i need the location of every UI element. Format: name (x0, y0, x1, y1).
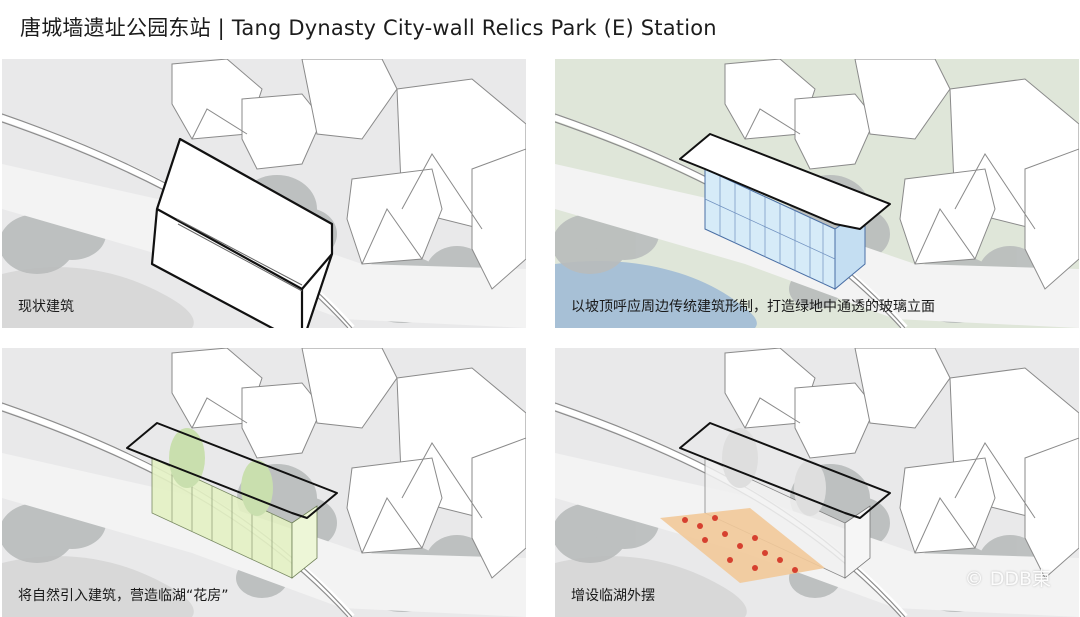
pitched-roof (679, 133, 891, 230)
page-title: 唐城墙遗址公园东站 | Tang Dynasty City-wall Relic… (20, 16, 717, 40)
panel-caption: 将自然引入建筑，营造临湖“花房” (18, 588, 229, 604)
axonometric-drawing (555, 348, 1079, 617)
tree-icon (794, 460, 826, 516)
panel-caption: 以坡顶呼应周边传统建筑形制，打造绿地中通透的玻璃立面 (571, 299, 935, 315)
panel-caption: 增设临湖外摆 (571, 588, 655, 604)
station-box (150, 137, 334, 328)
axonometric-drawing (2, 348, 526, 617)
tree-icon (169, 428, 205, 488)
axonometric-drawing (2, 59, 526, 328)
green-interior (151, 428, 318, 579)
panel-caption: 现状建筑 (18, 299, 74, 315)
watermark: © DDB東 (964, 568, 1051, 590)
tree-icon (722, 428, 758, 488)
outdoor-deck (660, 508, 825, 583)
tree-icon (241, 460, 273, 516)
panel-glass-facade: 以坡顶呼应周边传统建筑形制，打造绿地中通透的玻璃立面 (555, 59, 1079, 328)
panel-outdoor-seating: 增设临湖外摆 © DDB東 (555, 348, 1079, 617)
axonometric-drawing (555, 59, 1079, 328)
panel-flower-house: 将自然引入建筑，营造临湖“花房” (2, 348, 526, 617)
panel-existing-building: 现状建筑 (2, 59, 526, 328)
